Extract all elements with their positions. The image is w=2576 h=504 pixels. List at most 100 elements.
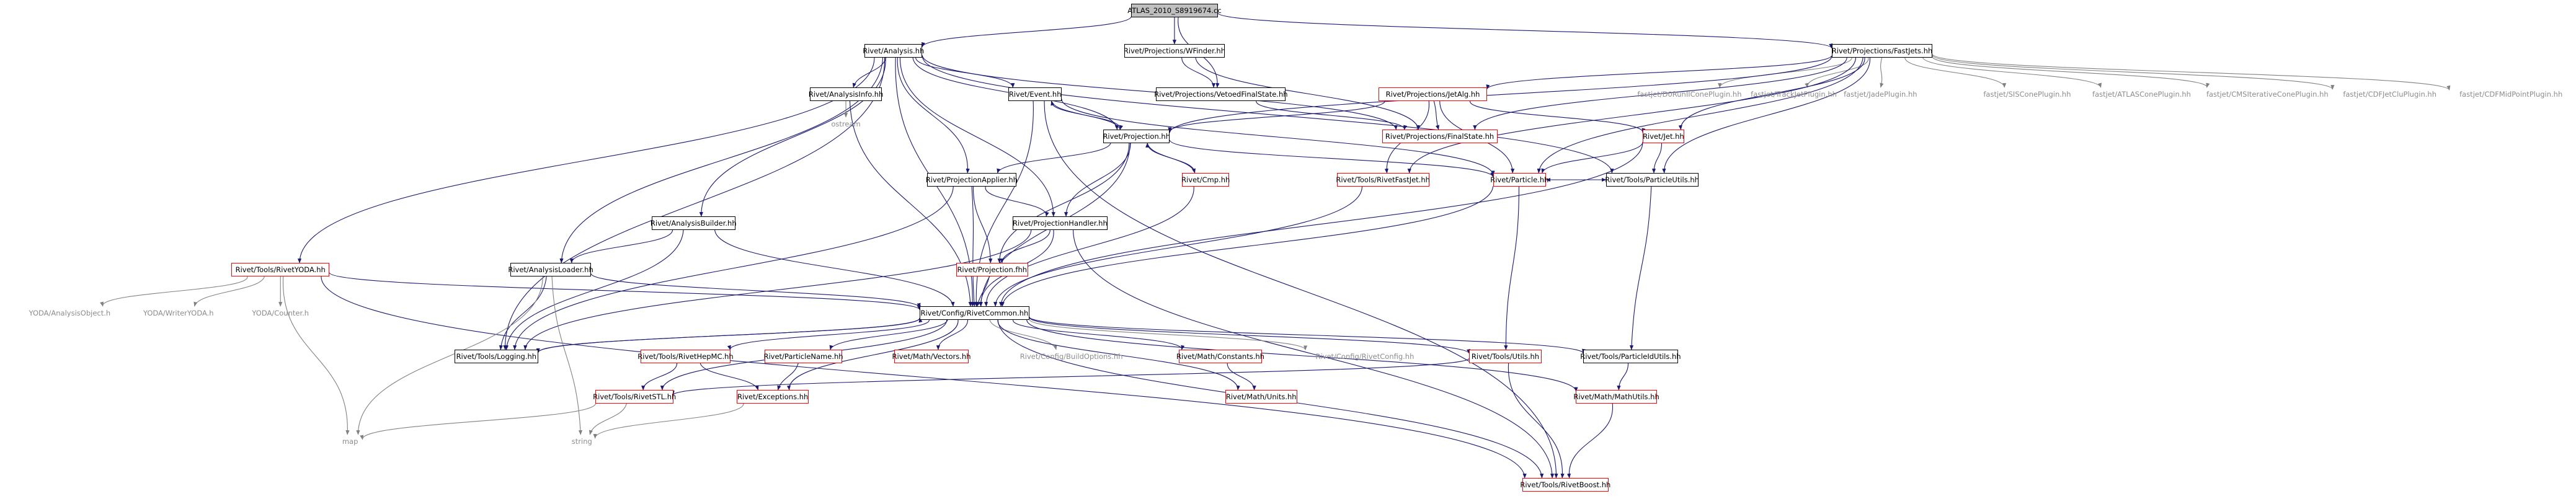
- node-rivetfastjet[interactable]: Rivet/Tools/RivetFastJet.hh: [1336, 173, 1430, 187]
- edge-event-to-particle: [1061, 99, 1495, 176]
- edge-wfinder-to-vetoedfs: [1181, 57, 1216, 88]
- edge-projapplier-to-rivetcommon: [971, 186, 976, 307]
- node-mathutils[interactable]: Rivet/Math/MathUtils.hh: [1573, 390, 1659, 404]
- edge-exceptions-to-string: [593, 403, 744, 439]
- edge-rivetcommon-to-utils: [1029, 317, 1470, 354]
- node-analysisinfo[interactable]: Rivet/AnalysisInfo.hh: [809, 87, 883, 101]
- edge-fastjets-to-projection: [1168, 56, 1832, 133]
- edge-particlename-to-exceptions: [777, 363, 799, 391]
- edge-analysisbuilder-to-logging: [504, 229, 684, 350]
- edge-rivetyoda-to-yodaao: [100, 276, 248, 307]
- edge-rivetstl-to-map: [360, 402, 597, 440]
- edge-wfinder-to-finalstate: [1195, 57, 1420, 130]
- edge-fastjets-to-cmsiter: [1932, 56, 2210, 88]
- node-vectors[interactable]: Rivet/Math/Vectors.hh: [892, 350, 970, 363]
- edge-rivetcommon-to-vectors: [936, 319, 969, 350]
- edge-projection-to-event: [1050, 100, 1121, 130]
- edge-projfhh-to-rivetcommon: [976, 276, 990, 307]
- edge-vetoedfs-to-finalstate: [1256, 100, 1408, 130]
- edge-constants-to-mathunits: [1227, 363, 1256, 391]
- edge-analysisloader-to-logging: [499, 276, 547, 350]
- node-cdfmid: fastjet/CDFMidPointPlugin.hh: [2459, 90, 2563, 99]
- edge-rivetyoda-to-map: [283, 276, 350, 435]
- edge-rivetyoda-to-yodawriter: [193, 276, 265, 307]
- node-analysisloader[interactable]: Rivet/AnalysisLoader.hh: [508, 263, 593, 276]
- node-root[interactable]: ATLAS_2010_S8919674.cc: [1127, 4, 1222, 17]
- edge-utils-to-rivetboost: [1508, 363, 1565, 479]
- edge-utils-to-rivetstl: [670, 358, 1470, 396]
- node-particlename[interactable]: Rivet/ParticleName.hh: [763, 350, 843, 363]
- edge-analysis-to-projhandler: [899, 57, 1055, 217]
- node-projection[interactable]: Rivet/Projection.hh: [1103, 130, 1170, 143]
- edge-fastjets-to-finalstate: [1473, 57, 1847, 130]
- edge-particle-to-rivetcommon: [1000, 186, 1494, 307]
- node-rivetyoda[interactable]: Rivet/Tools/RivetYODA.hh: [231, 263, 330, 276]
- edge-jet-to-rivetcommon: [998, 141, 1643, 307]
- edge-projection-to-projfhh: [997, 143, 1130, 263]
- node-projapplier[interactable]: Rivet/ProjectionApplier.hh: [926, 173, 1018, 187]
- node-mathunits[interactable]: Rivet/Math/Units.hh: [1225, 390, 1297, 404]
- node-exceptions[interactable]: Rivet/Exceptions.hh: [737, 390, 809, 404]
- node-rivetboost[interactable]: Rivet/Tools/RivetBoost.hh: [1520, 478, 1610, 492]
- edge-fastjets-to-jade: [1880, 57, 1884, 88]
- node-utils[interactable]: Rivet/Tools/Utils.hh: [1469, 350, 1542, 363]
- edge-fastjets-to-cdfjetclu: [1932, 55, 2335, 90]
- node-cdfjetclu: fastjet/CDFJetCluPlugin.hh: [2343, 90, 2436, 99]
- edge-fastjets-to-siscone: [1904, 57, 2007, 88]
- edge-projection-to-particle: [1169, 139, 1495, 177]
- edge-layer: [100, 12, 2451, 479]
- node-analysis[interactable]: Rivet/Analysis.hh: [863, 44, 924, 58]
- edge-particle-to-utils: [1504, 186, 1520, 350]
- node-cmsiter: fastjet/CMSIterativeConePlugin.hh: [2206, 90, 2329, 99]
- edge-fastjets-to-particle: [1537, 57, 1863, 174]
- node-rivethepmc[interactable]: Rivet/Tools/RivetHepMC.hh: [637, 350, 734, 363]
- edge-rivetstl-to-string: [588, 403, 627, 435]
- edge-projapplier-to-projhandler: [985, 186, 1049, 217]
- edge-rivetyoda-to-rivetcommon: [329, 272, 921, 311]
- node-yodacounter: YODA/Counter.h: [252, 309, 309, 317]
- node-particleutils[interactable]: Rivet/Tools/ParticleUtils.hh: [1605, 173, 1699, 187]
- edge-jet-to-particle: [1541, 142, 1643, 174]
- edge-root-to-analysis: [922, 16, 1132, 48]
- node-event[interactable]: Rivet/Event.hh: [1008, 87, 1062, 101]
- node-constants[interactable]: Rivet/Math/Constants.hh: [1176, 350, 1264, 363]
- edge-fastjets-to-jetalg: [1486, 55, 1832, 90]
- node-yodaao: YODA/AnalysisObject.h: [29, 309, 111, 317]
- node-rivetcommon[interactable]: Rivet/Config/RivetCommon.hh: [920, 306, 1029, 320]
- node-projfhh[interactable]: Rivet/Projection.fhh: [956, 263, 1028, 276]
- edge-fastjets-to-rivetfastjet: [1407, 57, 1857, 174]
- edge-analysisloader-to-map: [356, 276, 543, 435]
- node-string: string: [571, 437, 592, 446]
- node-cmp[interactable]: Rivet/Cmp.hh: [1181, 173, 1230, 187]
- node-analysisbuilder[interactable]: Rivet/AnalysisBuilder.hh: [651, 216, 737, 230]
- edge-analysis-to-particleutils: [922, 55, 1614, 174]
- edge-root-to-fastjets: [1217, 12, 1833, 49]
- node-jetalg[interactable]: Rivet/Projections/JetAlg.hh: [1379, 87, 1487, 101]
- edge-jet-to-particleutils: [1651, 143, 1663, 174]
- edge-rivetcommon-to-buildoptions: [989, 319, 1057, 350]
- node-particleidutils[interactable]: Rivet/Tools/ParticleIdUtils.hh: [1580, 350, 1681, 363]
- node-rivetstl[interactable]: Rivet/Tools/RivetSTL.hh: [593, 390, 676, 404]
- node-rivetconfig: Rivet/Config/RivetConfig.hh: [1315, 352, 1415, 361]
- edge-analysisloader-to-rivetcommon: [590, 273, 921, 308]
- edge-projapplier-to-logging: [513, 186, 954, 350]
- edge-cmp-to-rivetcommon: [984, 186, 1194, 307]
- node-finalstate[interactable]: Rivet/Projections/FinalState.hh: [1382, 130, 1498, 143]
- node-vetoedfs[interactable]: Rivet/Projections/VetoedFinalState.hh: [1154, 87, 1288, 101]
- node-yodawriter: YODA/WriterYODA.h: [143, 309, 214, 317]
- edge-rivetcommon-to-particlename: [829, 319, 948, 350]
- edge-projapplier-to-projfhh: [972, 186, 993, 263]
- node-particle[interactable]: Rivet/Particle.hh: [1490, 173, 1548, 187]
- edge-event-to-rivetboost: [1044, 100, 1558, 479]
- edge-jetalg-to-projection: [1168, 100, 1385, 133]
- node-jet[interactable]: Rivet/Jet.hh: [1642, 130, 1684, 143]
- node-wfinder[interactable]: Rivet/Projections/WFinder.hh: [1124, 44, 1225, 58]
- edge-analysis-to-rivetyoda: [298, 57, 875, 263]
- node-d0run: fastjet/D0RunIIConePlugin.hh: [1637, 90, 1742, 99]
- edge-projhandler-to-logging: [523, 229, 1032, 350]
- edge-fastjets-to-atlascone: [1922, 57, 2102, 88]
- node-projhandler[interactable]: Rivet/ProjectionHandler.hh: [1012, 216, 1108, 230]
- node-logging[interactable]: Rivet/Tools/Logging.hh: [454, 350, 538, 363]
- node-fastjets[interactable]: Rivet/Projections/FastJets.hh: [1831, 44, 1933, 58]
